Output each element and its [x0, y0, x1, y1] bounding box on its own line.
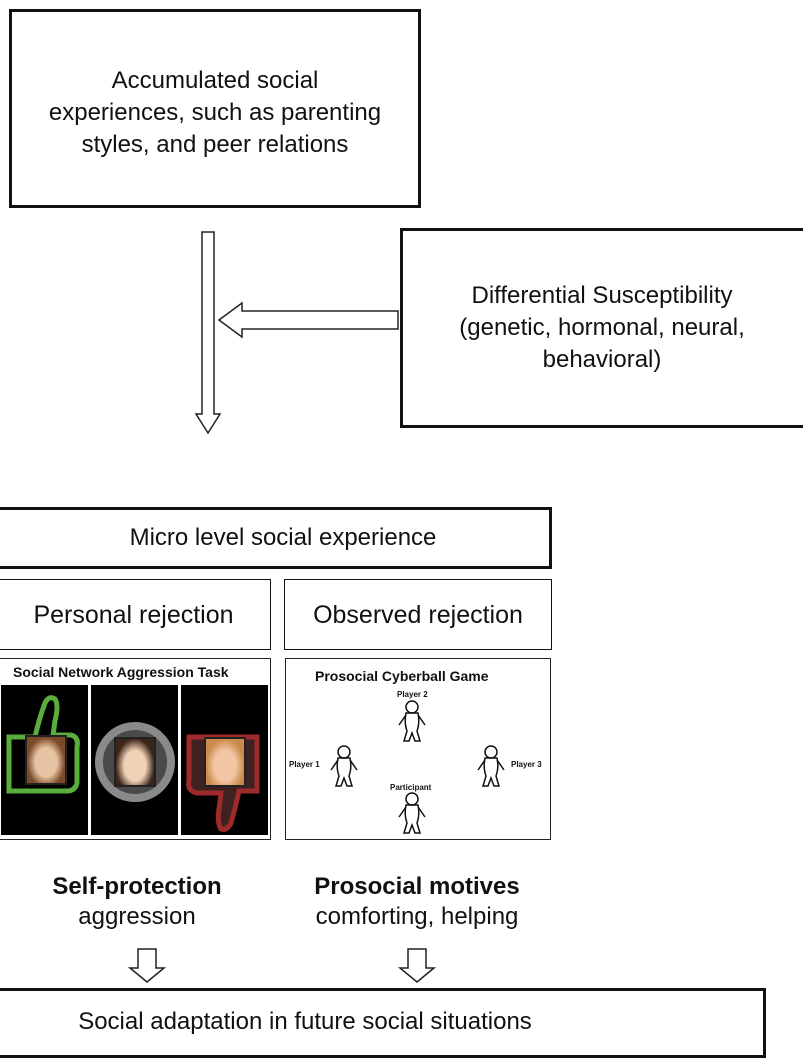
observed-rejection-label: Observed rejection [313, 600, 523, 629]
player-3-figure [477, 745, 505, 787]
player-1-label: Player 1 [289, 760, 320, 769]
down-arrow [194, 231, 222, 435]
personal-rejection-label: Personal rejection [33, 600, 234, 629]
snat-title: Social Network Aggression Task [13, 664, 229, 680]
social-experiences-line-3: styles, and peer relations [81, 130, 349, 158]
prosocial-label: Prosocial motives comforting, helping [282, 872, 552, 932]
player-3-label: Player 3 [511, 760, 542, 769]
cyberball-title: Prosocial Cyberball Game [315, 668, 489, 684]
player-2-figure [398, 700, 426, 742]
social-adaptation-label: Social adaptation in future social situa… [78, 1008, 532, 1035]
left-arrow [217, 301, 399, 339]
player-1-figure [330, 745, 358, 787]
thumbs-up-icon [6, 695, 80, 794]
micro-level-label: Micro level social experience [129, 524, 437, 551]
social-experiences-line-2: experiences, such as parenting [48, 98, 382, 126]
susceptibility-line-1: Differential Susceptibility [471, 282, 733, 309]
prosocial-subtitle: comforting, helping [315, 903, 519, 930]
player-2-label: Player 2 [397, 690, 428, 699]
micro-level-box: Micro level social experience [0, 507, 552, 569]
susceptibility-line-3: behavioral) [542, 346, 662, 373]
self-protection-label: Self-protection aggression [0, 872, 274, 932]
social-adaptation-box: Social adaptation in future social situa… [0, 988, 766, 1058]
social-experiences-box: Accumulated social experiences, such as … [9, 9, 421, 208]
self-protection-subtitle: aggression [78, 903, 196, 930]
face-photo-2 [114, 737, 156, 787]
self-protection-title: Self-protection [52, 873, 222, 900]
observed-rejection-box: Observed rejection [284, 579, 552, 650]
cyberball-figures [330, 700, 505, 834]
face-photo-3 [204, 737, 246, 787]
participant-figure [398, 792, 426, 834]
susceptibility-line-2: (genetic, hormonal, neural, [459, 314, 745, 341]
social-experiences-line-1: Accumulated social [111, 66, 319, 94]
prosocial-title: Prosocial motives [314, 873, 520, 900]
small-down-arrow-right [397, 948, 437, 983]
personal-rejection-box: Personal rejection [0, 579, 271, 650]
snat-panel: Social Network Aggression Task [0, 658, 271, 840]
small-down-arrow-left [127, 948, 167, 983]
arrows-top [194, 231, 399, 435]
differential-susceptibility-box: Differential Susceptibility (genetic, ho… [400, 228, 803, 428]
participant-label: Participant [390, 783, 432, 792]
cyberball-panel: Prosocial Cyberball Game Player 2 Player… [285, 658, 551, 840]
arrows-bottom [127, 948, 437, 983]
face-photo-1 [25, 735, 67, 785]
